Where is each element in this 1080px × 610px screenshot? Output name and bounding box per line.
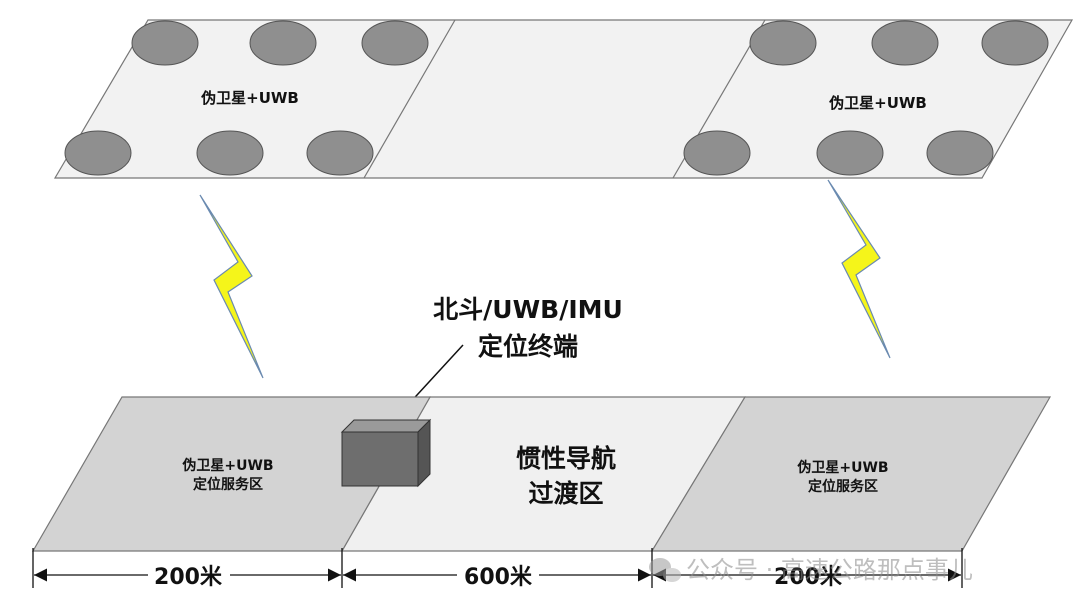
box-front [341,431,419,487]
ground-plane: 伪卫星+UWB 定位服务区 惯性导航 过渡区 伪卫星+UWB 定位服务区 [31,396,1052,552]
pseudolite-antenna [361,20,429,66]
pseudolite-antenna [749,20,817,66]
watermark-text: 公众号 · 高速公路那点事儿 [686,556,973,584]
pseudolite-antenna [196,130,264,176]
pseudolite-antenna [131,20,199,66]
pseudolite-antenna [249,20,317,66]
box-top [340,419,432,433]
left-zone-label-line2: 定位服务区 [193,476,263,493]
middle-zone-label-line1: 惯性导航 [516,444,616,473]
dimension-label-right: 200米 [774,565,843,590]
pseudolite-antenna [683,130,751,176]
signal-bolt-right [827,179,891,359]
dimension-label-middle: 600米 [464,565,533,590]
top-plane-surface [53,19,1074,179]
top-plane: 伪卫星+UWB 伪卫星+UWB [53,19,1074,179]
right-zone-label-line2: 定位服务区 [808,478,878,495]
right-zone-label-line1: 伪卫星+UWB [796,459,888,476]
left-zone-label-line1: 伪卫星+UWB [181,457,273,474]
dimension-label-left: 200米 [154,565,223,590]
middle-zone-label-line2: 过渡区 [528,479,603,508]
wechat-icon [649,558,681,582]
positioning-terminal-box [340,418,432,488]
watermark: 公众号 · 高速公路那点事儿 [649,556,973,584]
pseudolite-antenna [981,20,1049,66]
top-left-label: 伪卫星+UWB [200,89,299,107]
box-side [417,418,431,488]
pseudolite-antenna [64,130,132,176]
signal-bolt-left [199,194,264,379]
dimension-label-bg [457,562,539,588]
terminal-label-line2: 定位终端 [478,332,578,361]
pseudolite-antenna [306,130,374,176]
dimension-lines: 200米 600米 200米 [32,548,963,590]
lightning-icon [827,179,891,359]
dimension-label-bg [148,562,230,588]
pseudolite-antenna [926,130,994,176]
terminal-label-line1: 北斗/UWB/IMU [433,295,623,324]
pseudolite-antenna [871,20,939,66]
pseudolite-antenna [816,130,884,176]
lightning-icon [199,194,264,379]
top-right-label: 伪卫星+UWB [828,94,927,112]
top-plane-divider-left [363,19,456,179]
